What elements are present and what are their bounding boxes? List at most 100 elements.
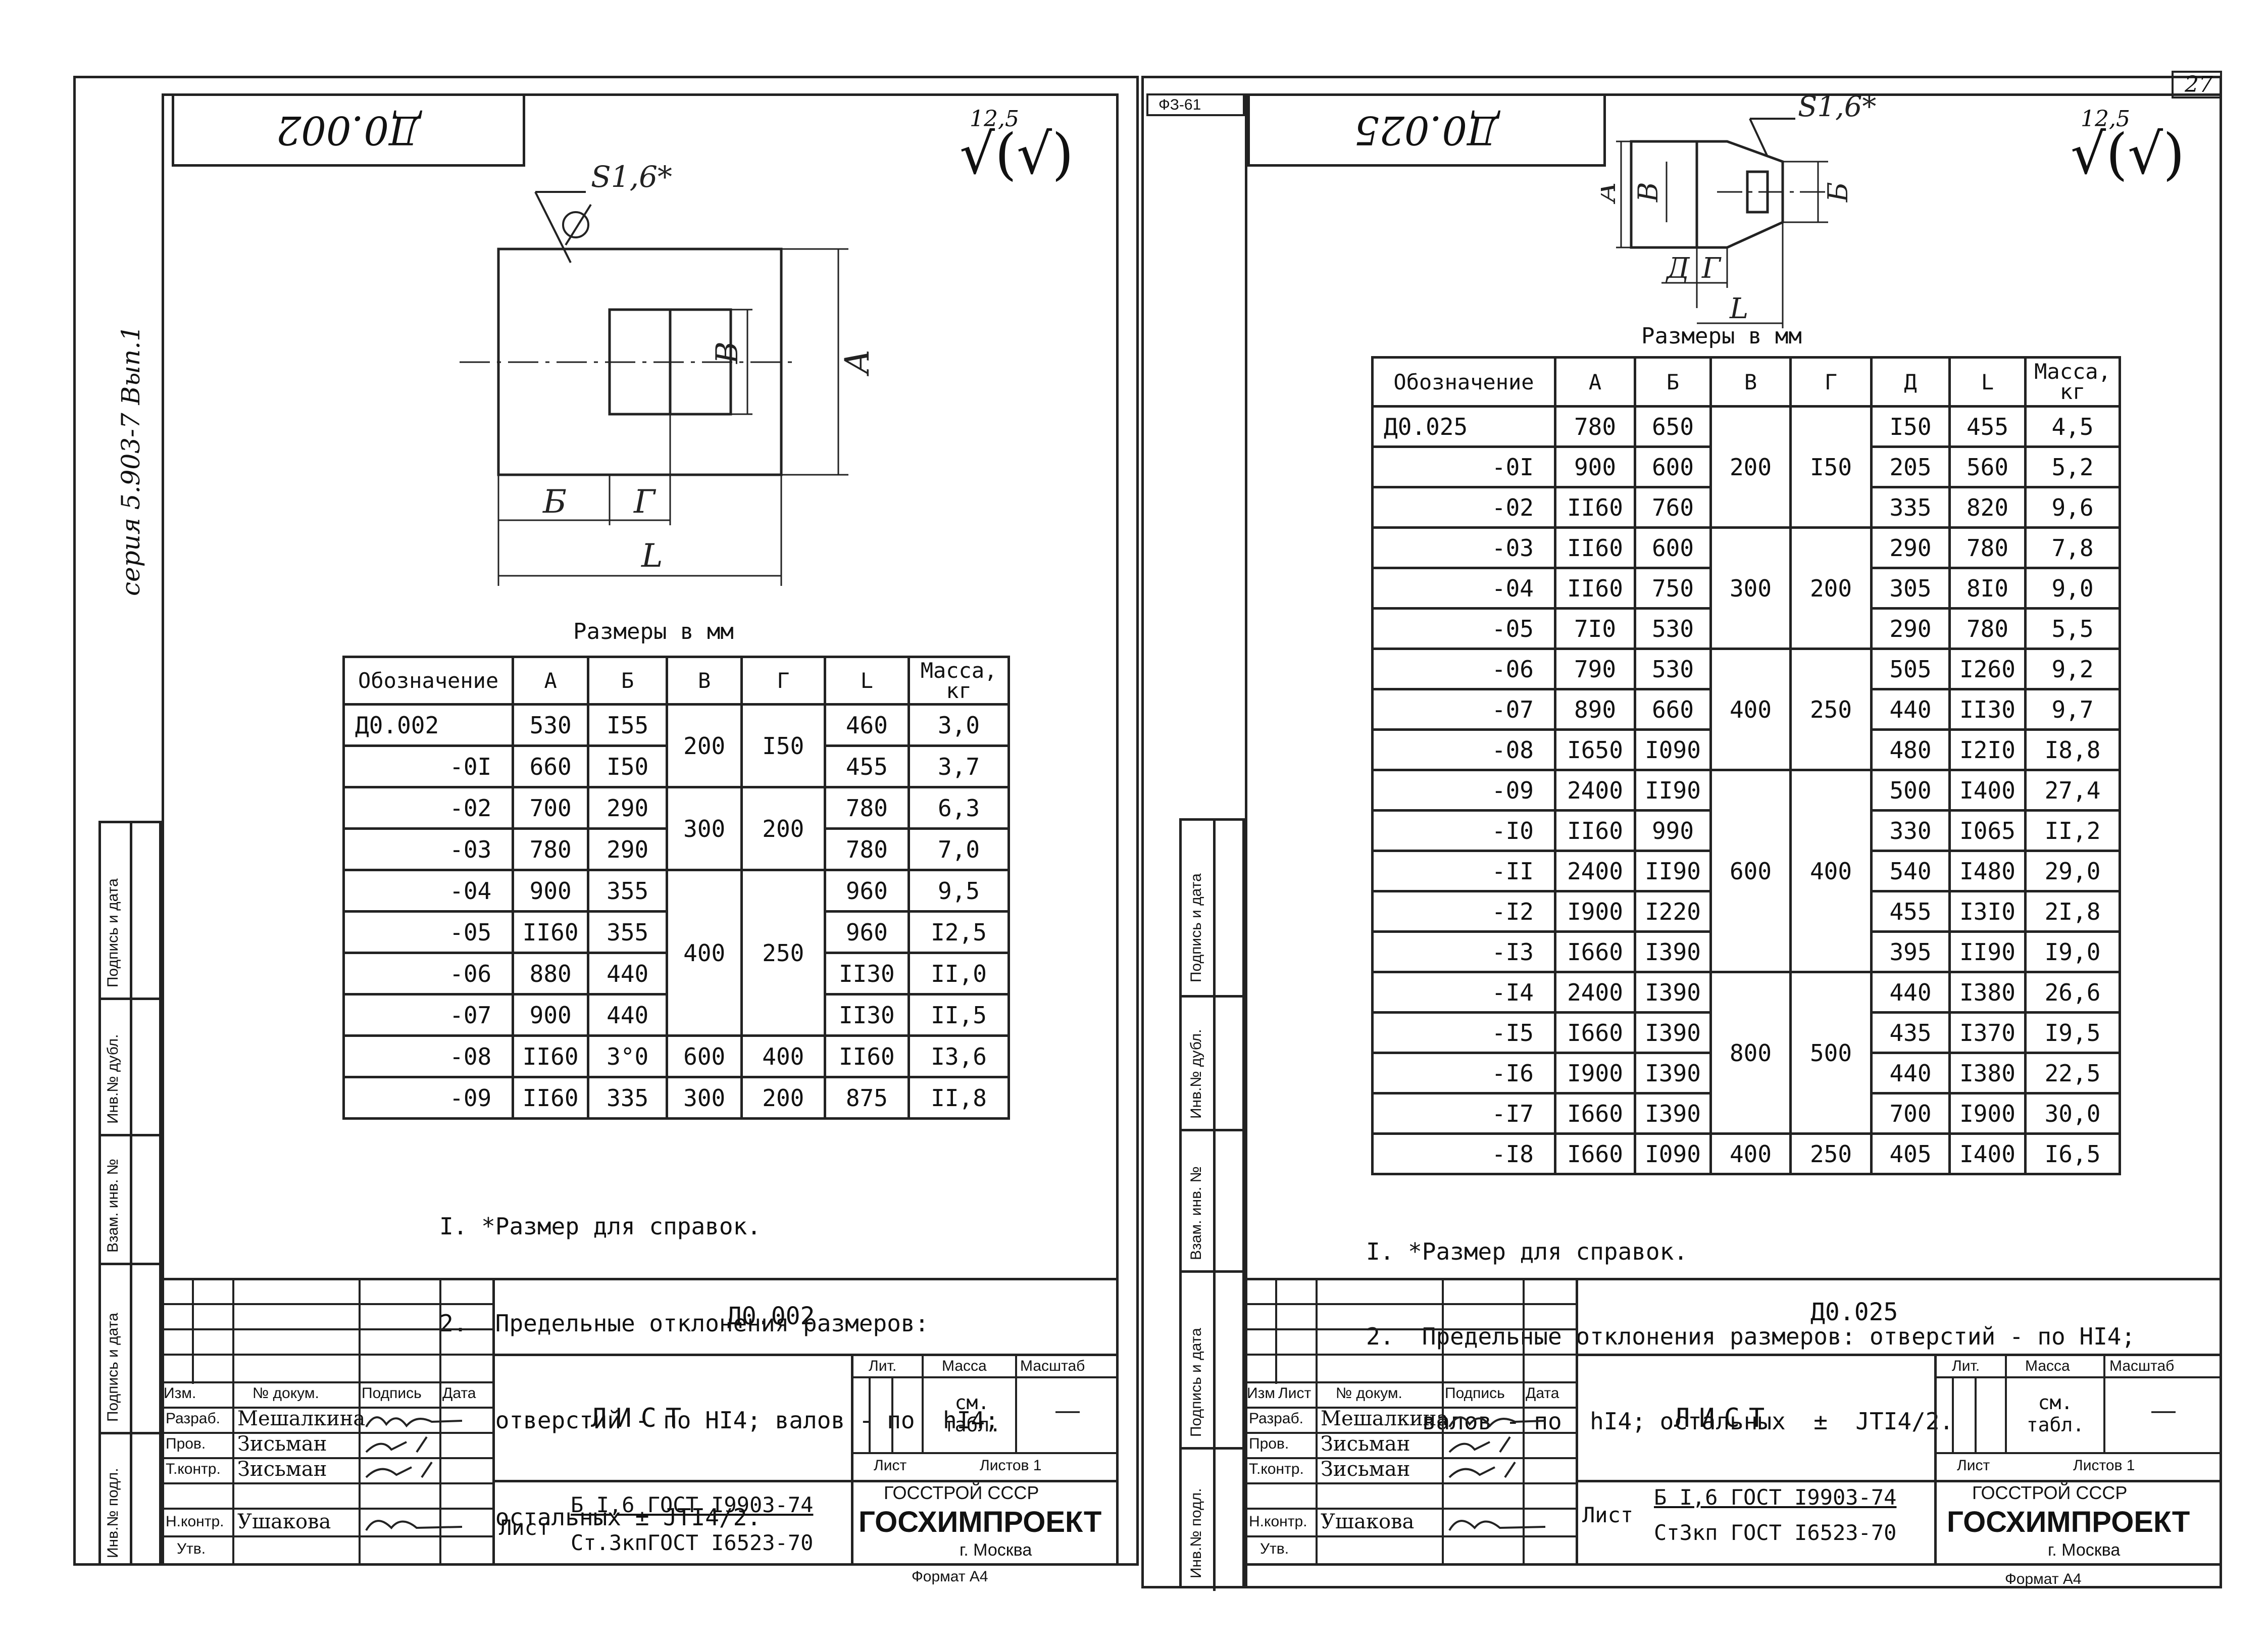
right-row0-m: 4,5 <box>2024 405 2121 448</box>
left-row9-a: II60 <box>512 1076 590 1120</box>
right-row4-b: 750 <box>1634 567 1712 610</box>
right-row5-b: 530 <box>1634 607 1712 650</box>
right-tb-lit: Лит. <box>1952 1358 1980 1374</box>
left-roughness-symbol: √(√) <box>960 122 1074 186</box>
right-table: Обозначение А Б В Г Д L Масса, кг Д0.025… <box>1371 356 2121 1175</box>
right-row8-des: -08 <box>1371 728 1556 771</box>
left-th-l: L <box>823 656 911 706</box>
right-tb-doc-name: ЛИСТ <box>1674 1403 1774 1433</box>
right-row2-d: 335 <box>1870 486 1951 529</box>
right-row12-d: 455 <box>1870 890 1951 933</box>
right-row11-l: I480 <box>1948 850 2027 892</box>
right-frame <box>1245 93 2222 1588</box>
right-row14-b: I390 <box>1634 971 1712 1014</box>
right-row14-l: I380 <box>1948 971 2027 1014</box>
left-group1-v: 300 <box>666 786 743 871</box>
right-label-g: Г <box>1701 252 1722 285</box>
right-corner-box: ФЗ-61 <box>1146 93 1245 116</box>
right-row10-des: -I0 <box>1371 809 1556 852</box>
right-group5-g: 250 <box>1789 1132 1873 1175</box>
left-tb-sheets: Листов 1 <box>980 1457 1042 1474</box>
right-tb-mass-val: см. табл. <box>2026 1391 2085 1436</box>
right-group0-g: I50 <box>1789 405 1873 529</box>
right-row9-d: 500 <box>1870 769 1951 812</box>
left-note-1: I. *Размер для справок. <box>439 1213 761 1240</box>
left-row0-des: Д0.002 <box>342 703 515 747</box>
left-row1-a: 660 <box>512 744 590 788</box>
right-row17-d: 700 <box>1870 1092 1951 1135</box>
right-row15-l: I370 <box>1948 1011 2027 1054</box>
left-row9-m: II,8 <box>908 1076 1010 1120</box>
left-tb-hdr-date: Дата <box>442 1385 476 1402</box>
right-row2-l: 820 <box>1948 486 2027 529</box>
right-corner-label: ФЗ-61 <box>1158 96 1201 113</box>
left-row5-l: 960 <box>823 910 911 954</box>
right-group1-g: 200 <box>1789 526 1873 650</box>
right-group5-v: 400 <box>1709 1132 1792 1175</box>
left-title-block: Изм. № докум. Подпись Дата Разраб. Мешал… <box>162 1278 1119 1566</box>
right-th-d: Д <box>1870 356 1951 408</box>
left-row8-m: I3,6 <box>908 1034 1010 1078</box>
right-row6-a: 790 <box>1554 648 1636 690</box>
right-row3-b: 600 <box>1634 526 1712 569</box>
left-row2-b: 290 <box>587 786 669 830</box>
right-tb-role-4: Н.контр. <box>1249 1513 1307 1530</box>
right-tb-material-1: Б I,6 ГОСТ I9903-74 <box>1654 1485 1897 1510</box>
left-tb-name-4: Ушакова <box>237 1510 331 1533</box>
right-row2-b: 760 <box>1634 486 1712 529</box>
right-row4-a: II60 <box>1554 567 1636 610</box>
right-row1-b: 600 <box>1634 445 1712 488</box>
left-row7-a: 900 <box>512 993 590 1037</box>
left-tb-org-3: г. Москва <box>960 1540 1032 1560</box>
right-row1-l: 560 <box>1948 445 2027 488</box>
right-row13-a: I660 <box>1554 930 1636 973</box>
left-row7-des: -07 <box>342 993 515 1037</box>
left-roughness-value: 12,5 <box>970 106 1019 132</box>
left-group3-g: 400 <box>740 1034 826 1078</box>
right-side-label-4: Подпись и дата <box>1188 1328 1204 1437</box>
right-row16-l: I380 <box>1948 1052 2027 1094</box>
right-row18-b: I090 <box>1634 1132 1712 1175</box>
right-tb-hdr-doc: № докум. <box>1336 1385 1402 1402</box>
left-tb-role-2: Т.контр. <box>166 1461 221 1477</box>
left-row1-m: 3,7 <box>908 744 1010 788</box>
right-row11-d: 540 <box>1870 850 1951 892</box>
right-row11-m: 29,0 <box>2024 850 2121 892</box>
left-tb-lit: Лит. <box>869 1358 897 1374</box>
right-row16-a: I900 <box>1554 1052 1636 1094</box>
left-tb-hdr-doc: № докум. <box>253 1385 319 1402</box>
right-row15-m: I9,5 <box>2024 1011 2121 1054</box>
right-row14-m: 26,6 <box>2024 971 2121 1014</box>
right-row0-des: Д0.025 <box>1371 405 1556 448</box>
right-row5-d: 290 <box>1870 607 1951 650</box>
right-row16-des: -I6 <box>1371 1052 1556 1094</box>
left-roughness-leader <box>534 191 572 263</box>
right-row13-l: II90 <box>1948 930 2027 973</box>
right-row8-b: I090 <box>1634 728 1712 771</box>
right-row15-b: I390 <box>1634 1011 1712 1054</box>
left-row4-a: 900 <box>512 869 590 913</box>
left-tb-doc-name: ЛИСТ <box>591 1403 691 1433</box>
right-row8-a: I650 <box>1554 728 1636 771</box>
left-row7-l: II30 <box>823 993 911 1037</box>
right-label-b: Б <box>1822 182 1854 203</box>
left-side-label-2: Инв.№ дубл. <box>105 1034 121 1124</box>
right-row12-a: I900 <box>1554 890 1636 933</box>
right-tb-hdr-sign: Подпись <box>1445 1385 1505 1402</box>
left-tb-org-2: ГОСХИМПРОЕКТ <box>859 1506 1102 1538</box>
right-row6-b: 530 <box>1634 648 1712 690</box>
right-th-l: L <box>1948 356 2027 408</box>
right-row7-des: -07 <box>1371 688 1556 731</box>
right-label-a: A <box>1601 182 1622 205</box>
right-row18-des: -I8 <box>1371 1132 1556 1175</box>
right-label-l: L <box>1729 292 1748 325</box>
right-row2-m: 9,6 <box>2024 486 2121 529</box>
right-stamp-code: Д0.025 <box>1354 107 1499 153</box>
left-side-label-5: Инв.№ подл. <box>105 1468 121 1558</box>
right-row17-des: -I7 <box>1371 1092 1556 1135</box>
left-row0-m: 3,0 <box>908 703 1010 747</box>
right-th-g: Г <box>1789 356 1873 408</box>
right-th-mass: Масса, кг <box>2024 356 2121 408</box>
right-plate-outline <box>1630 140 1698 249</box>
right-row8-d: 480 <box>1870 728 1951 771</box>
